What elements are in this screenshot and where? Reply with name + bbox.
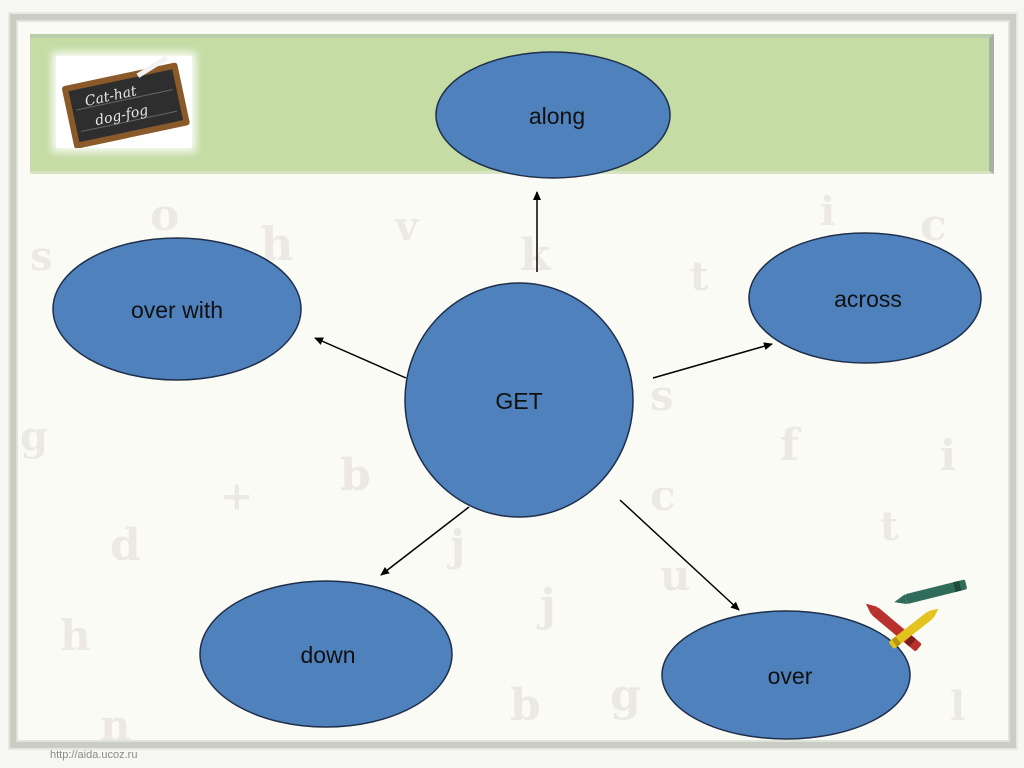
svg-text:i: i — [940, 431, 956, 480]
arrow-to-over — [619, 499, 740, 611]
svg-text:j: j — [446, 521, 465, 570]
node-across: across — [748, 232, 982, 364]
arrow-to-across — [652, 342, 773, 379]
svg-text:s: s — [650, 371, 674, 420]
crayons-icon — [865, 579, 967, 651]
svg-text:v: v — [394, 203, 420, 250]
chalkboard-icon: Cat-hat dog-fog — [62, 55, 190, 149]
svg-text:i: i — [820, 188, 835, 235]
svg-text:t: t — [880, 503, 899, 550]
footer-url: http://aida.ucoz.ru — [50, 749, 138, 761]
svg-text:n: n — [100, 701, 131, 750]
svg-text:+: + — [220, 473, 254, 520]
node-down-label: down — [301, 642, 356, 668]
svg-text:j: j — [536, 580, 556, 631]
node-over: over — [661, 610, 911, 740]
svg-text:b: b — [340, 450, 371, 501]
node-over-with-label: over with — [131, 297, 223, 323]
svg-text:l: l — [950, 683, 965, 730]
svg-text:b: b — [510, 680, 541, 731]
svg-text:h: h — [60, 611, 91, 660]
node-get-label: GET — [495, 388, 542, 414]
node-over-with: over with — [52, 237, 302, 381]
node-get: GET — [404, 282, 634, 518]
svg-text:o: o — [150, 190, 179, 241]
svg-text:g: g — [20, 413, 48, 460]
svg-text:s: s — [30, 233, 53, 280]
svg-text:d: d — [110, 520, 141, 571]
svg-text:g: g — [610, 670, 641, 721]
arrow-to-over-with — [314, 337, 407, 379]
node-over-label: over — [768, 663, 813, 689]
arrow-to-down — [380, 506, 470, 576]
node-along: along — [435, 51, 671, 179]
node-across-label: across — [834, 286, 902, 312]
svg-text:k: k — [520, 230, 552, 281]
svg-text:f: f — [780, 420, 802, 471]
chalkboard-surface — [68, 69, 184, 143]
svg-text:c: c — [650, 471, 676, 520]
chalkboard-image: Cat-hat dog-fog — [56, 55, 192, 149]
svg-text:t: t — [690, 253, 709, 300]
background-letters: o h s v k t i c s f i b + d g j c t j u … — [20, 188, 965, 750]
node-down: down — [199, 580, 453, 728]
node-along-label: along — [529, 103, 585, 129]
svg-text:u: u — [660, 551, 691, 600]
chalk-stick — [136, 55, 169, 78]
